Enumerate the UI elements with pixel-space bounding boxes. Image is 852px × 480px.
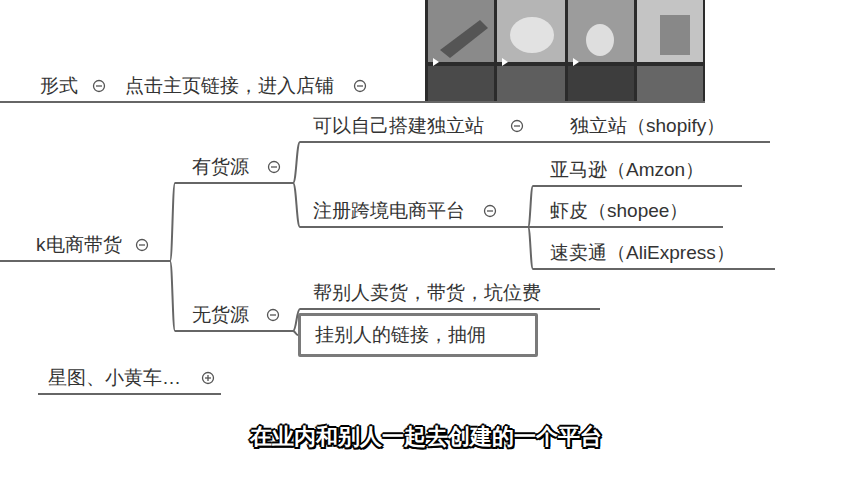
photo-tile bbox=[497, 66, 565, 103]
photo-tile bbox=[568, 66, 634, 103]
photo-tile bbox=[637, 0, 703, 62]
collapse-icon bbox=[510, 119, 524, 133]
mindmap-topic: 注册跨境电商平台 bbox=[300, 199, 528, 228]
topic-text: k电商带货 bbox=[36, 234, 122, 255]
photo-frame bbox=[425, 0, 705, 103]
topic-text: 挂别人的链接，抽佣 bbox=[315, 324, 486, 345]
topic-text: 虾皮（shopee） bbox=[550, 200, 688, 221]
topic-text: 亚马逊（Amzon） bbox=[550, 159, 704, 180]
play-icon bbox=[433, 58, 439, 66]
collapse-icon bbox=[267, 160, 281, 174]
photo-tile bbox=[428, 0, 494, 62]
photo-tile bbox=[497, 0, 565, 62]
topic-text: 星图、小黄车… bbox=[48, 367, 181, 388]
mindmap-topic: 速卖通（AliExpress） bbox=[533, 241, 775, 270]
mindmap-topic: 点击主页链接，进入店铺 bbox=[108, 74, 415, 103]
collapse-icon bbox=[92, 79, 106, 93]
topic-text: 注册跨境电商平台 bbox=[313, 200, 465, 221]
play-icon bbox=[502, 58, 508, 66]
mindmap-topic: 独立站（shopify） bbox=[555, 114, 770, 143]
topic-text: 点击主页链接，进入店铺 bbox=[125, 75, 334, 96]
photo-tile bbox=[428, 66, 494, 103]
branch-connector bbox=[293, 183, 300, 227]
mindmap-topic: 亚马逊（Amzon） bbox=[533, 158, 742, 187]
topic-text: 形式 bbox=[40, 75, 78, 96]
play-icon bbox=[573, 58, 579, 66]
topic-text: 速卖通（AliExpress） bbox=[550, 242, 735, 263]
collapse-icon bbox=[135, 238, 149, 252]
mindmap-topic: 星图、小黄车… bbox=[38, 366, 221, 395]
topic-text: 独立站（shopify） bbox=[570, 115, 725, 136]
expand-icon bbox=[201, 371, 215, 385]
mindmap-topic: 可以自己搭建独立站 bbox=[300, 114, 555, 143]
mindmap-topic: 虾皮（shopee） bbox=[533, 199, 723, 228]
branch-connector bbox=[170, 183, 175, 261]
mindmap-topic: 帮别人卖货，带货，坑位费 bbox=[300, 281, 600, 310]
highlight-box: 挂别人的链接，抽佣 bbox=[298, 313, 538, 357]
photo-object bbox=[440, 20, 488, 58]
mindmap-topic: 形式 bbox=[0, 74, 112, 103]
mindmap-topic: 无货源 bbox=[175, 303, 293, 332]
mindmap-topic: k电商带货 bbox=[0, 233, 170, 262]
branch-line bbox=[415, 101, 705, 103]
collapse-icon bbox=[266, 308, 280, 322]
topic-text: 有货源 bbox=[192, 156, 249, 177]
collapse-icon bbox=[483, 204, 497, 218]
photo-tile bbox=[637, 66, 703, 103]
topic-text: 可以自己搭建独立站 bbox=[313, 115, 484, 136]
photo-object bbox=[510, 17, 554, 53]
photo-tile bbox=[568, 0, 634, 62]
branch-connector bbox=[293, 142, 300, 183]
photo-object bbox=[660, 15, 690, 55]
mindmap-topic: 有货源 bbox=[175, 155, 293, 184]
collapse-icon bbox=[353, 79, 367, 93]
topic-text: 帮别人卖货，带货，坑位费 bbox=[313, 282, 541, 303]
topic-text: 无货源 bbox=[192, 304, 249, 325]
subtitle-caption: 在业内和别人一起去创建的一个平台 bbox=[0, 422, 852, 452]
photo-object bbox=[586, 24, 614, 56]
